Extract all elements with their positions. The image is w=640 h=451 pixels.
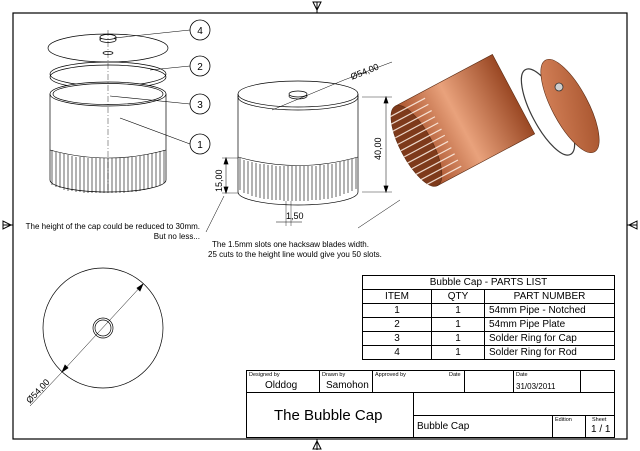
- note-cap-line-2: But no less...: [153, 232, 200, 241]
- balloon-1: [189, 133, 211, 155]
- drawn-by-label: Drawn by: [322, 372, 346, 378]
- edition-cell: Edition: [552, 415, 586, 438]
- parts-row-qty: 1: [431, 345, 485, 360]
- svg-text:1: 1: [197, 140, 203, 151]
- drawing-title: The Bubble Cap: [274, 407, 383, 424]
- note-slots-line-2: 25 cuts to the height line would give yo…: [208, 250, 382, 259]
- balloon-2: [189, 55, 211, 77]
- parts-header-qty: QTY: [431, 289, 485, 304]
- drawn-by-value: Samohon: [326, 380, 369, 391]
- dim-slot-depth: 15,00: [214, 169, 224, 192]
- parts-row-qty: 1: [431, 303, 485, 318]
- note-slots-line-1: The 1.5mm slots one hacksaw blades width…: [212, 240, 369, 249]
- sheet-border: [12, 12, 628, 440]
- parts-list-title: Bubble Cap - PARTS LIST: [362, 275, 615, 290]
- dim-plan-diameter: Ø54,00: [24, 377, 51, 405]
- parts-row: 4 1 Solder Ring for Rod: [362, 345, 615, 360]
- sheet-value: 1 / 1: [591, 424, 611, 435]
- approved-by-cell: Approved by Date: [372, 370, 465, 393]
- drawn-by-cell: Drawn by Samohon: [319, 370, 373, 393]
- parts-row-qty: 1: [431, 317, 485, 332]
- edition-label: Edition: [555, 417, 572, 423]
- svg-text:4: 4: [197, 26, 203, 37]
- designed-by-label: Designed by: [249, 372, 280, 378]
- parts-header-item: ITEM: [362, 289, 432, 304]
- date-label: Date: [516, 372, 528, 378]
- parts-list: Bubble Cap - PARTS LIST ITEM QTY PART NU…: [362, 275, 615, 360]
- parts-row-item: 4: [362, 345, 432, 360]
- parts-row-item: 3: [362, 331, 432, 346]
- designed-by-value: Olddog: [265, 380, 298, 391]
- note-cap-height: The height of the cap could be reduced t…: [26, 222, 200, 242]
- date-value: 31/03/2011: [516, 382, 556, 391]
- balloon-leaders: [109, 29, 191, 145]
- balloon-4: [189, 19, 211, 41]
- parts-row-part: Solder Ring for Rod: [484, 345, 615, 360]
- approved-by-label: Approved by: [375, 372, 406, 378]
- dim-slot-width: 1,50: [286, 211, 304, 221]
- part-cell: Bubble Cap: [413, 415, 553, 438]
- title-block: Designed by Olddog Drawn by Samohon Appr…: [246, 370, 615, 438]
- parts-row-qty: 1: [431, 331, 485, 346]
- svg-text:2: 2: [197, 62, 203, 73]
- note-slots: The 1.5mm slots one hacksaw blades width…: [208, 240, 382, 260]
- date-cell: Date 31/03/2011: [513, 370, 581, 393]
- svg-text:3: 3: [197, 100, 203, 111]
- blank-cell: [464, 370, 514, 393]
- blank-cell-2: [580, 370, 615, 393]
- designed-by-cell: Designed by Olddog: [246, 370, 320, 393]
- blank-cell-3: [413, 392, 615, 416]
- part-name: Bubble Cap: [417, 421, 470, 432]
- copper-render: [389, 54, 600, 187]
- sheet-label: Sheet: [592, 417, 607, 423]
- parts-row-part: 54mm Pipe Plate: [484, 317, 615, 332]
- title-cell: The Bubble Cap: [246, 392, 414, 438]
- parts-header-part: PART NUMBER: [484, 289, 615, 304]
- parts-row: 1 1 54mm Pipe - Notched: [362, 303, 615, 318]
- note-cap-line-1: The height of the cap could be reduced t…: [25, 222, 200, 231]
- parts-row-item: 2: [362, 317, 432, 332]
- parts-row: 2 1 54mm Pipe Plate: [362, 317, 615, 332]
- parts-row: 3 1 Solder Ring for Cap: [362, 331, 615, 346]
- balloon-3: [189, 93, 211, 115]
- sheet-cell: Sheet 1 / 1: [585, 415, 615, 438]
- assembled-view: [205, 61, 401, 233]
- approved-date-label: Date: [449, 372, 461, 378]
- parts-row-part: Solder Ring for Cap: [484, 331, 615, 346]
- balloons: 4 2 3 1: [189, 19, 211, 155]
- pipe-slots: [49, 149, 167, 193]
- parts-row-part: 54mm Pipe - Notched: [484, 303, 615, 318]
- plan-view: [29, 267, 164, 407]
- parts-row-item: 1: [362, 303, 432, 318]
- exploded-view: [47, 30, 169, 193]
- dim-top-diameter: Ø54,00: [349, 62, 380, 82]
- dim-height: 40,00: [373, 137, 383, 160]
